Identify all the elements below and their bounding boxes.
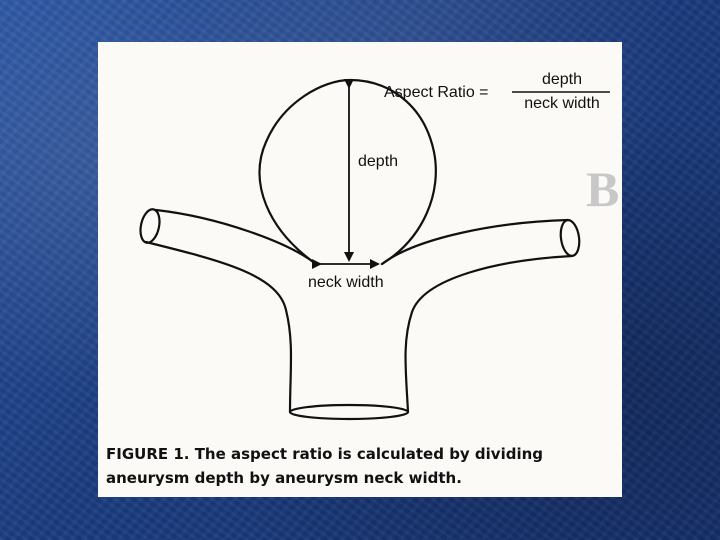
aneurysm-outline — [139, 78, 581, 421]
formula-denominator: neck width — [524, 95, 600, 112]
figure-caption: FIGURE 1. The aspect ratio is calculated… — [106, 442, 611, 490]
aneurysm-diagram: depth neck width Aspect Ratio = depth ne… — [139, 64, 620, 421]
right-trunk-wall — [404, 254, 574, 414]
formula-numerator: depth — [542, 71, 582, 88]
trunk-opening — [288, 403, 410, 421]
right-branch-opening — [559, 219, 581, 257]
neck-width-label: neck width — [308, 274, 384, 291]
drop-cap-letter: B — [586, 161, 620, 217]
left-trunk-wall — [144, 240, 293, 414]
formula-lhs: Aspect Ratio = — [384, 84, 489, 101]
figure-panel: B depth ne — [98, 42, 622, 497]
left-branch-upper — [154, 208, 318, 266]
left-branch-opening — [139, 208, 161, 244]
depth-label: depth — [358, 153, 398, 170]
right-branch-upper — [380, 218, 570, 266]
